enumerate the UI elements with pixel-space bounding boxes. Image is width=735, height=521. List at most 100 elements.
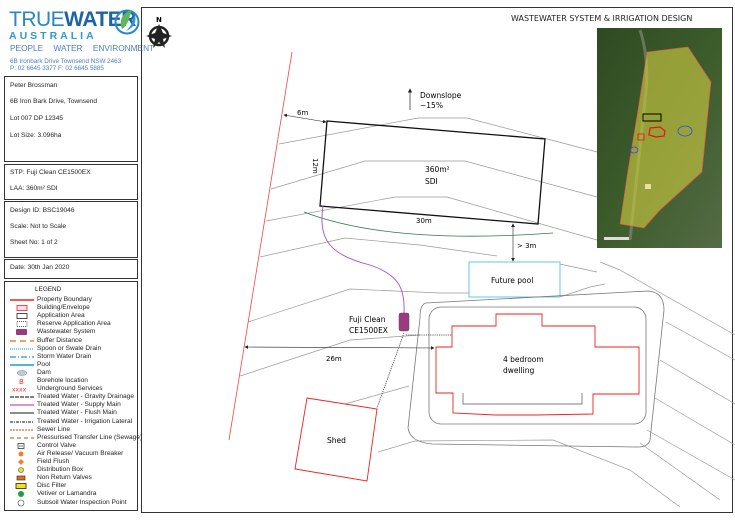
stp-label-2: CE1500EX (349, 326, 388, 335)
company-phone: P: 02 6645 3377 F: 02 6645 5885 (10, 65, 104, 72)
legend-grey-line-icon (10, 412, 34, 415)
legend-red-line-icon (10, 299, 34, 301)
legend-label: Dam (37, 368, 51, 376)
laa-area-label: 360m² (425, 165, 450, 174)
legend-orange-dot-icon (18, 451, 24, 457)
wastewater-system[interactable] (398, 312, 410, 332)
legend-label: Vetiver or Lamandra (37, 490, 97, 498)
client-lot-size: Lot Size: 3.096ha (10, 132, 62, 139)
sewer-line-shed (376, 332, 405, 409)
legend-item: Storm Water Drain (9, 353, 144, 361)
legend-blue-line-icon (10, 364, 34, 366)
legend-label: Disc Filter (37, 482, 67, 490)
legend-cyan-dotted-icon (10, 347, 34, 350)
legend-green-dot-icon (18, 491, 24, 498)
legend-label: Non Return Valves (37, 474, 92, 482)
legend-item: Pool (9, 361, 144, 369)
legend-dash-dot-black-icon (10, 421, 34, 422)
legend-orange-dash-icon (10, 339, 34, 342)
property-boundary (228, 51, 293, 441)
legend-item: Subsoil Water Inspection Point (9, 499, 144, 507)
dimension-26m (244, 345, 435, 350)
legend-blue-dashdot-icon (10, 356, 34, 358)
dwelling-label-1: 4 bedroom (503, 355, 544, 364)
logo-true: TRUE (9, 8, 65, 31)
dwelling[interactable] (435, 313, 640, 416)
legend-item: Non Return Valves (9, 474, 144, 482)
legend-item: Field Flush (9, 458, 144, 466)
legend-dark-dash-icon (10, 396, 34, 398)
legend-label: Buffer Distance (37, 336, 82, 344)
svg-text:B: B (19, 378, 24, 385)
legend-label: Storm Water Drain (37, 352, 92, 360)
legend-label: Pressurised Transfer Line (Sewage) (37, 433, 143, 441)
legend-label: Application Area (37, 312, 85, 320)
legend-item: B Borehole location (9, 377, 144, 385)
legend-orange-rect-icon (16, 475, 26, 481)
dimension-6m (283, 113, 327, 124)
north-arrow-icon: N (146, 16, 172, 48)
client-lot: Lot 007 DP 12345 (10, 115, 64, 122)
legend-label: Air Release/ Vacuum Breaker (37, 449, 124, 457)
stp-model: STP: Fuji Clean CE1500EX (10, 169, 91, 176)
north-label: N (156, 16, 162, 24)
legend-item: Control Valve (9, 442, 144, 450)
legend-brown-dash-icon (10, 437, 34, 439)
legend-label: Sewer Line (37, 425, 70, 433)
laa-type-label: SDI (425, 177, 438, 186)
design-date: Date: 30th Jan 2020 (10, 264, 70, 271)
aerial-photo (597, 28, 722, 248)
legend-label: Treated Water - Supply Main (37, 401, 121, 409)
legend-label: Underground Services (37, 385, 103, 393)
legend-item: Air Release/ Vacuum Breaker (9, 450, 144, 458)
legend-orange-diamond-icon (18, 459, 24, 465)
application-area[interactable] (319, 120, 546, 225)
legend-dam-ellipse-icon (16, 370, 28, 376)
design-info-box: Design ID: BSC19046 Scale: Not to Scale … (4, 201, 138, 258)
legend-label: Spoon or Swale Drain (37, 344, 102, 352)
legend-label: Pool (37, 360, 51, 368)
legend-label: Building/Envelope (37, 304, 90, 312)
legend-brown-dotted-icon (10, 428, 34, 431)
dwelling-label-2: dwelling (503, 366, 535, 375)
legend-label: Treated Water - Irrigation Lateral (37, 417, 133, 425)
dimension-26m-label: 26m (326, 355, 342, 363)
system-info-box: STP: Fuji Clean CE1500EX LAA: 360m² SDI (4, 164, 138, 200)
shed[interactable] (294, 397, 378, 482)
sheet-number: Sheet No: 1 of 2 (10, 239, 58, 246)
company-tagline: PEOPLE WATER ENVIRONMENT (10, 43, 155, 53)
legend-red-rect-icon (16, 305, 28, 311)
legend-yellow-dot-icon (18, 467, 24, 473)
legend-item: Property Boundary (9, 296, 144, 304)
legend-label: Borehole location (37, 377, 88, 384)
legend-label: Property Boundary (37, 296, 92, 303)
pool-label: Future pool (491, 276, 533, 285)
legend-label: Treated Water - Gravity Drainage (37, 393, 134, 401)
legend-item: Vetiver or Lamandra (9, 490, 144, 498)
building-envelope-outer (407, 290, 665, 448)
client-info-box: Peter Brossman 6B Iron Bark Drive, Towns… (4, 76, 138, 162)
legend-item: Sewer Line (9, 426, 144, 434)
client-address: 6B Iron Bark Drive, Townsend (10, 98, 98, 105)
legend-label: Wastewater System (37, 328, 96, 336)
date-box: Date: 30th Jan 2020 (4, 259, 138, 279)
legend-item: Application Area (9, 312, 144, 320)
legend-label: Field Flush (37, 458, 70, 465)
legend-yellow-rect-icon (15, 483, 27, 490)
legend-title: LEGEND (35, 286, 62, 293)
future-pool[interactable] (468, 261, 561, 298)
legend-item: Dam (9, 369, 144, 377)
company-address: 6B Ironbark Drive Townsend NSW 2463 P: 0… (10, 58, 121, 72)
legend-pink-line-icon (10, 404, 34, 407)
slope-label: ~15% (420, 101, 443, 110)
building-envelope-inner (428, 306, 647, 425)
legend-item: Buffer Distance (9, 337, 144, 345)
legend-item: Distribution Box (9, 466, 144, 474)
legend-control-valve-icon (17, 442, 25, 449)
contour-lines (239, 117, 735, 508)
supply-main (321, 205, 405, 314)
shed-label: Shed (327, 436, 346, 445)
